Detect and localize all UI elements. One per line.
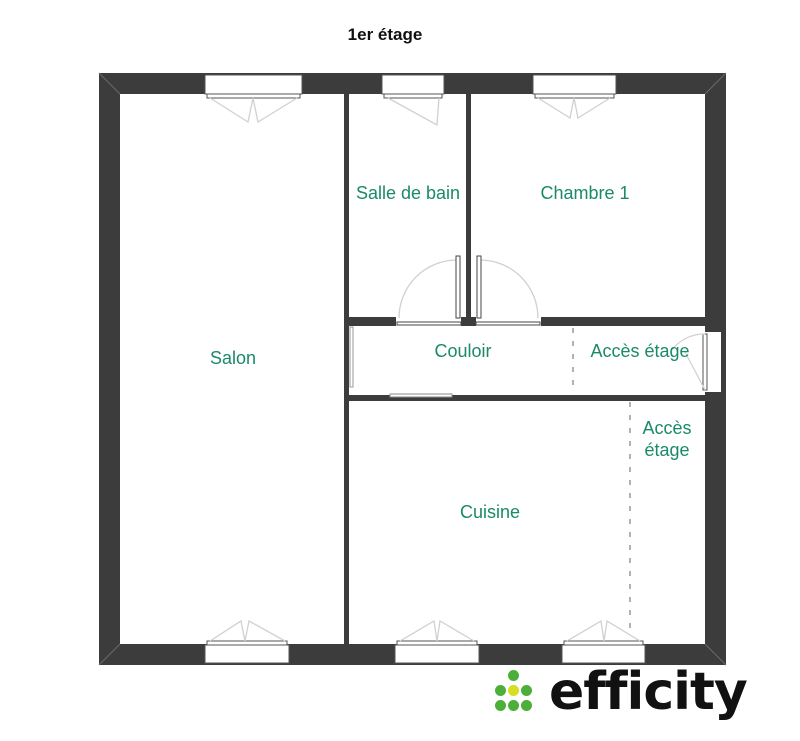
logo-dot — [508, 670, 519, 681]
logo-text: efficity — [549, 662, 748, 722]
interior-walls — [344, 94, 705, 644]
room-label-acces-etage-corridor: Accès étage — [590, 341, 690, 361]
room-label-cuisine: Cuisine — [459, 502, 521, 522]
logo-dot — [521, 700, 532, 711]
windows-top — [204, 74, 617, 99]
windows-bottom — [204, 640, 646, 664]
room-label-salle-de-bain: Salle de bain — [355, 183, 461, 203]
logo-dot — [495, 685, 506, 696]
logo-dot — [495, 700, 506, 711]
room-label-acces-etage-kitchen: Accès étage — [642, 418, 692, 460]
efficity-logo: efficity — [493, 662, 748, 728]
logo-dot — [508, 700, 519, 711]
logo-dot — [508, 685, 519, 696]
floor-title: 1er étage — [347, 25, 423, 44]
outer-walls — [99, 73, 726, 665]
room-label-couloir: Couloir — [434, 341, 492, 361]
room-label-chambre-1: Chambre 1 — [540, 183, 630, 203]
room-label-salon: Salon — [209, 348, 257, 368]
logo-dot — [521, 685, 532, 696]
